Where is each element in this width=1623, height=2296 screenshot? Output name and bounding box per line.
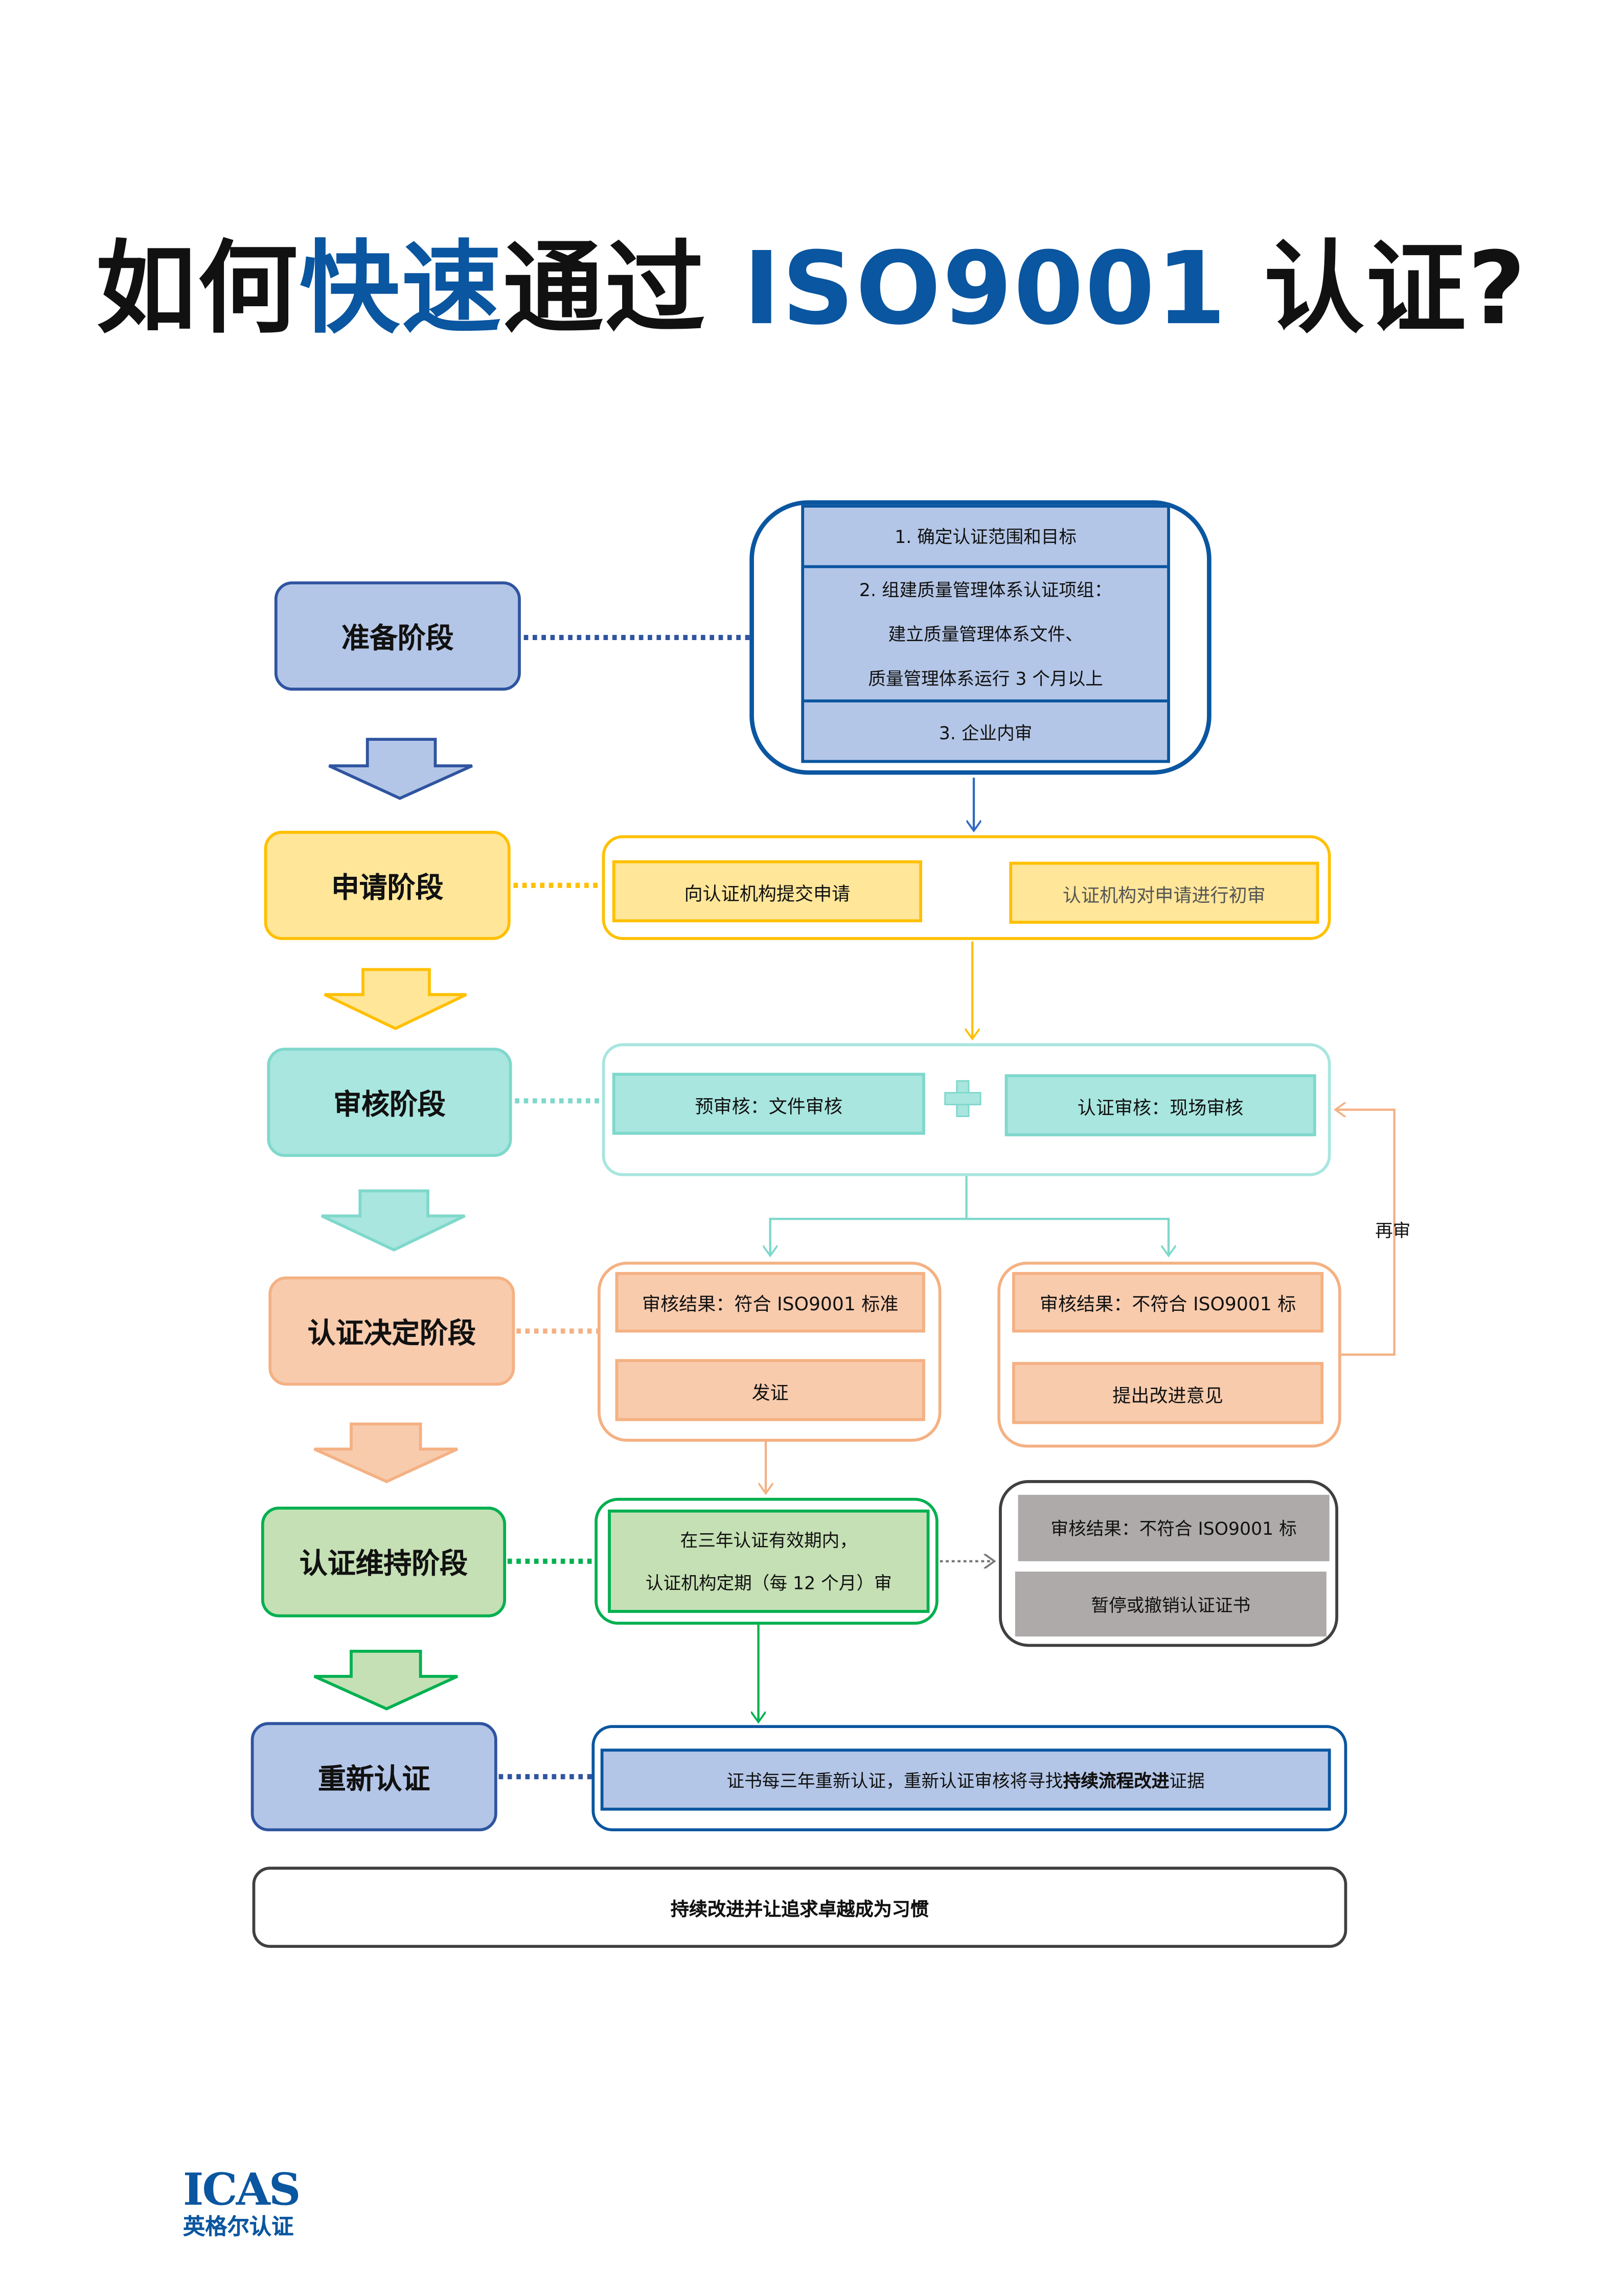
stage-down-arrows [313, 738, 473, 1711]
maintain-fail-result: 审核结果：不符合 ISO9001 标 [1018, 1494, 1330, 1561]
recert-text: 证书每三年重新认证，重新认证审核将寻找 [726, 1770, 1063, 1791]
title-text: 通过 [503, 232, 743, 349]
prep-step-2-line: 2. 组建质量管理体系认证项组： [859, 580, 1112, 601]
apply-submit: 向认证机构提交申请 [612, 860, 922, 922]
logo-text: ICAS [182, 2165, 301, 2217]
maintain-line: 在三年认证有效期内， [680, 1530, 857, 1551]
suspend-container [999, 1480, 1338, 1647]
stage-audit: 审核阶段 [267, 1048, 512, 1157]
prep-steps: 1. 确定认证范围和目标 2. 组建质量管理体系认证项组： 建立质量管理体系文件… [801, 505, 1170, 763]
recert-container [591, 1725, 1347, 1832]
stage-application: 申请阶段 [264, 831, 511, 940]
logo-subtext: 英格尔认证 [182, 2213, 294, 2240]
down-arrow-icon [328, 738, 473, 800]
prep-step-2-line: 建立质量管理体系文件、 [888, 624, 1083, 645]
title-text: 如何 [96, 232, 300, 349]
apply-review: 认证机构对申请进行初审 [1009, 861, 1319, 924]
apply-container [602, 835, 1331, 940]
maintain-line: 认证机构定期（每 12 个月）审 [645, 1573, 892, 1594]
recert-text-bold: 持续流程改进 [1063, 1770, 1170, 1791]
decision-issue-certificate: 发证 [615, 1359, 925, 1421]
title-highlight: ISO9001 [743, 232, 1228, 349]
stage-decision: 认证决定阶段 [268, 1276, 515, 1386]
reaudit-label: 再审 [1375, 1220, 1411, 1241]
down-arrow-icon [321, 1189, 466, 1252]
maintain-surveillance: 在三年认证有效期内， 认证机构定期（每 12 个月）审 [608, 1509, 930, 1613]
decision-fail-container [997, 1261, 1341, 1448]
down-arrow-icon [313, 1649, 458, 1711]
prep-container [749, 500, 1211, 775]
page-title: 如何快速通过 ISO9001 认证? [0, 207, 1623, 353]
down-arrow-icon [313, 1422, 458, 1484]
decision-pass-result: 审核结果：符合 ISO9001 标准 [615, 1272, 925, 1333]
audit-onsite: 认证审核：现场审核 [1004, 1074, 1316, 1136]
prep-step-3: 3. 企业内审 [939, 722, 1033, 743]
decision-pass-container [597, 1261, 942, 1442]
prep-step-2: 2. 组建质量管理体系认证项组： 建立质量管理体系文件、 质量管理体系运行 3 … [804, 568, 1168, 702]
audit-container [602, 1043, 1331, 1176]
decision-fail-result: 审核结果：不符合 ISO9001 标 [1012, 1272, 1324, 1333]
recert-text: 证据 [1169, 1770, 1205, 1791]
title-text: 认证? [1227, 232, 1527, 349]
footer-note: 持续改进并让追求卓越成为习惯 [252, 1867, 1347, 1948]
prep-step-2-line: 质量管理体系运行 3 个月以上 [868, 668, 1103, 689]
icas-logo: ICAS 英格尔认证 [182, 2165, 301, 2240]
suspend-certificate: 暂停或撤销认证证书 [1015, 1572, 1327, 1637]
maintain-container [595, 1497, 939, 1625]
title-highlight: 快速 [299, 232, 504, 349]
recert-description: 证书每三年重新认证，重新认证审核将寻找持续流程改进证据 [600, 1748, 1331, 1811]
down-arrow-icon [324, 968, 467, 1031]
stage-maintenance: 认证维持阶段 [261, 1507, 507, 1618]
plus-icon [944, 1080, 981, 1118]
prep-step-1: 1. 确定认证范围和目标 [804, 508, 1168, 569]
audit-pre: 预审核：文件审核 [612, 1073, 925, 1135]
stage-preparation: 准备阶段 [274, 581, 521, 691]
decision-improvement: 提出改进意见 [1012, 1362, 1324, 1424]
stage-recertification: 重新认证 [250, 1722, 497, 1832]
